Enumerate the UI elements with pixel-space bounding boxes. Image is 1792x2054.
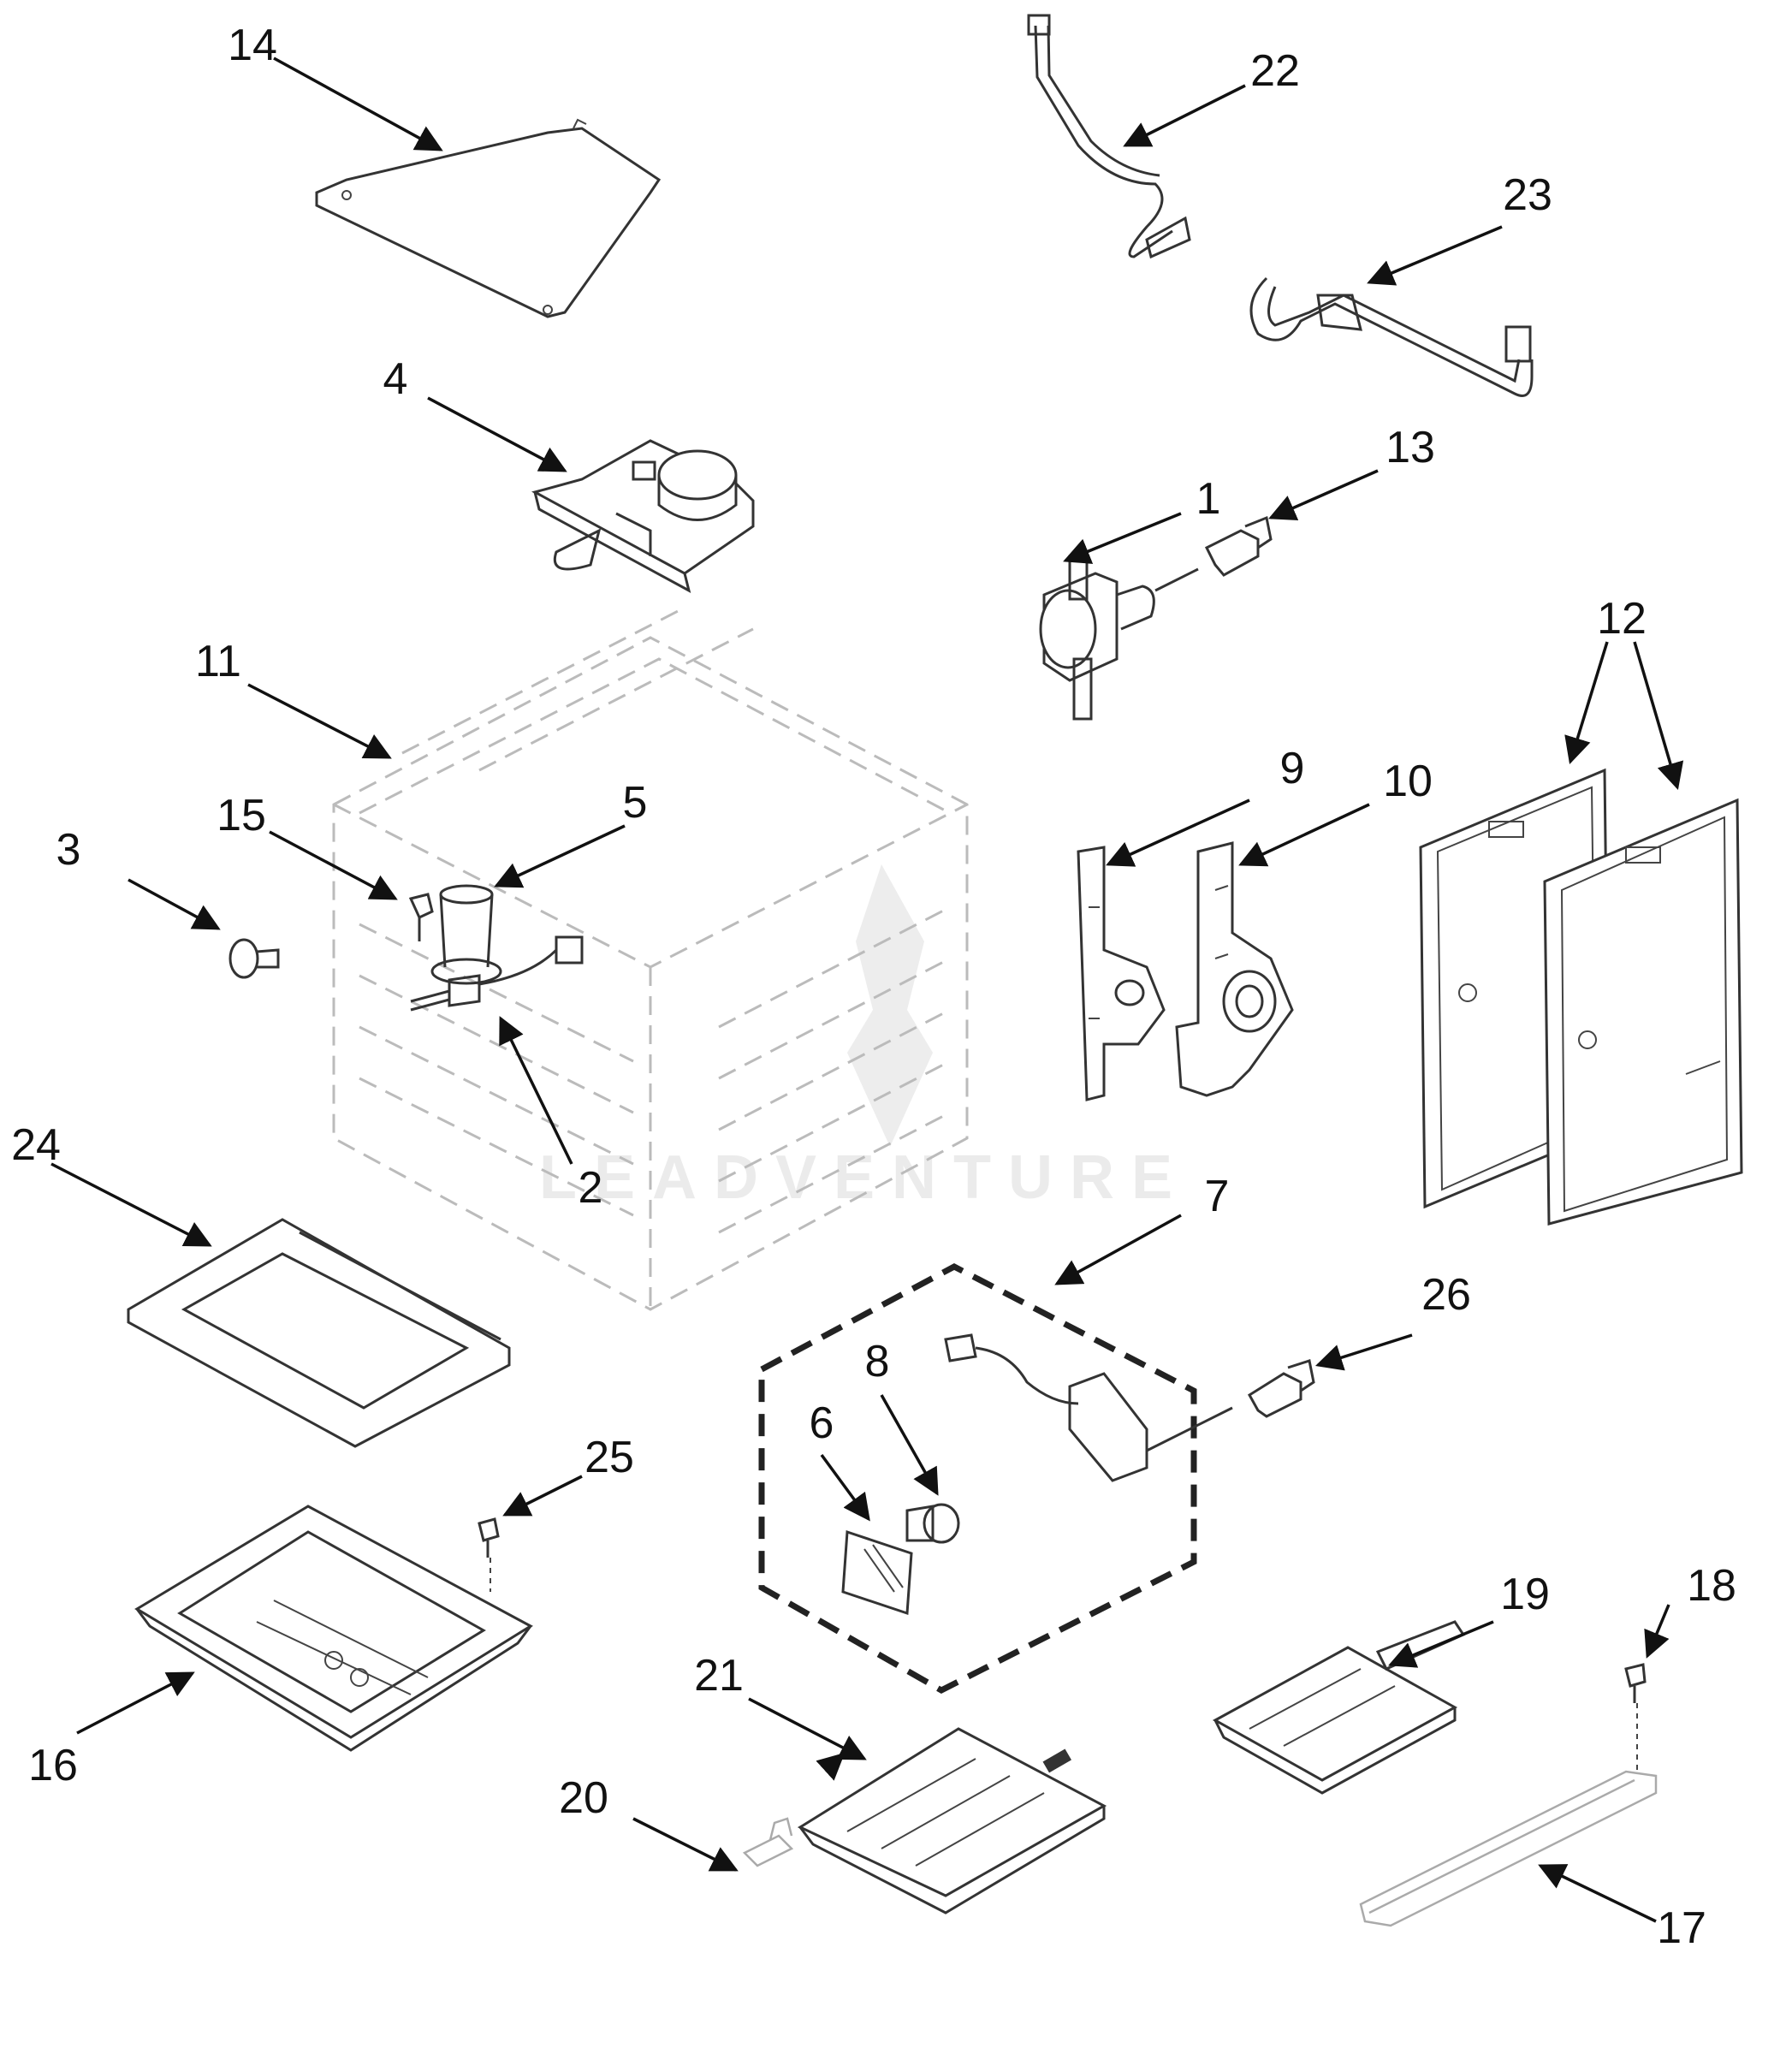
- part-21-element: [797, 1727, 1107, 1914]
- label-8: 8: [865, 1337, 890, 1386]
- arrow-6: [820, 1453, 870, 1522]
- part-10-bracket: [1175, 841, 1294, 1097]
- label-23: 23: [1503, 170, 1552, 220]
- label-9: 9: [1280, 744, 1305, 793]
- label-25: 25: [584, 1433, 634, 1482]
- part-3-knob: [228, 938, 280, 979]
- arrow-7: [1054, 1214, 1182, 1285]
- arrow-13: [1268, 469, 1379, 520]
- label-19: 19: [1500, 1570, 1550, 1619]
- watermark-text: LEADVENTURE: [539, 1143, 1190, 1212]
- arrow-9: [1106, 798, 1250, 867]
- arrow-22: [1123, 84, 1246, 147]
- arrow-15: [269, 830, 398, 900]
- part-20-clip: [742, 1817, 794, 1867]
- arrow-24: [50, 1162, 212, 1247]
- leader-arrows: [50, 56, 1684, 1923]
- part-16-pan: [134, 1505, 533, 1752]
- arrow-16: [76, 1671, 195, 1735]
- part-5-tube: [430, 884, 502, 985]
- label-17: 17: [1657, 1903, 1706, 1953]
- label-1: 1: [1196, 474, 1221, 524]
- arrow-18: [1644, 1604, 1670, 1659]
- part-4-valve-assembly: [531, 439, 755, 593]
- part-17-rail: [1359, 1770, 1658, 1927]
- arrow-26: [1314, 1333, 1413, 1371]
- label-2: 2: [579, 1163, 603, 1213]
- label-6: 6: [810, 1398, 834, 1448]
- part-7-socket-harness: [944, 1333, 1233, 1482]
- arrow-4: [427, 396, 567, 472]
- watermark-logo-icon: [847, 864, 933, 1147]
- label-14: 14: [228, 21, 277, 70]
- label-15: 15: [217, 791, 266, 840]
- arrow-17: [1538, 1864, 1657, 1923]
- arrow-25: [502, 1475, 583, 1517]
- arrow-12a: [1564, 641, 1609, 765]
- label-5: 5: [623, 778, 648, 828]
- label-21: 21: [694, 1651, 744, 1701]
- arrow-3: [128, 878, 221, 930]
- label-13: 13: [1386, 423, 1435, 472]
- arrow-12b: [1633, 641, 1684, 791]
- part-14-bracket: [315, 118, 662, 318]
- label-4: 4: [383, 354, 408, 404]
- arrow-8: [880, 1394, 939, 1496]
- part-15-screw: [408, 893, 434, 941]
- arrow-21: [748, 1697, 867, 1760]
- part-7-kit-outline: [758, 1263, 1197, 1694]
- part-1-switch: [1039, 555, 1199, 721]
- part-24-tray: [127, 1218, 511, 1448]
- part-19-element: [1212, 1620, 1466, 1795]
- label-26: 26: [1421, 1270, 1471, 1320]
- part-22-tube: [1027, 14, 1191, 259]
- arrow-14: [273, 56, 443, 151]
- label-7: 7: [1205, 1172, 1230, 1221]
- label-16: 16: [28, 1741, 78, 1790]
- arrow-11: [247, 683, 392, 759]
- label-24: 24: [11, 1120, 61, 1170]
- label-11: 11: [195, 637, 241, 686]
- part-18-screw: [1624, 1663, 1647, 1772]
- part-12-panel-front: [1543, 798, 1743, 1226]
- part-13-screw: [1204, 515, 1273, 577]
- arrow-21-fix: [816, 1752, 846, 1781]
- part-25-screw: [478, 1517, 500, 1592]
- arrow-2: [499, 1016, 573, 1165]
- arrow-20: [632, 1817, 739, 1872]
- label-3: 3: [56, 825, 81, 875]
- part-8-bulb: [905, 1503, 960, 1544]
- label-18: 18: [1687, 1561, 1736, 1611]
- arrow-19: [1388, 1620, 1494, 1668]
- label-10: 10: [1383, 757, 1433, 806]
- label-20: 20: [559, 1773, 608, 1823]
- arrow-10: [1238, 803, 1370, 867]
- arrow-23: [1367, 225, 1503, 286]
- part-6-lens: [841, 1529, 913, 1616]
- part-labels: 14 4 22 23 13 1 12 11 5 15 3 9 10 2 24 7…: [11, 21, 1736, 1953]
- part-26-screw: [1247, 1359, 1315, 1418]
- part-2-igniter: [410, 935, 584, 1012]
- part-11-oven-cavity: [332, 606, 969, 1311]
- part-23-tube: [1249, 276, 1534, 397]
- part-9-bracket: [1077, 846, 1166, 1101]
- arrow-5: [494, 824, 626, 888]
- label-12: 12: [1597, 594, 1647, 644]
- arrow-1: [1063, 512, 1182, 564]
- label-22: 22: [1250, 46, 1300, 96]
